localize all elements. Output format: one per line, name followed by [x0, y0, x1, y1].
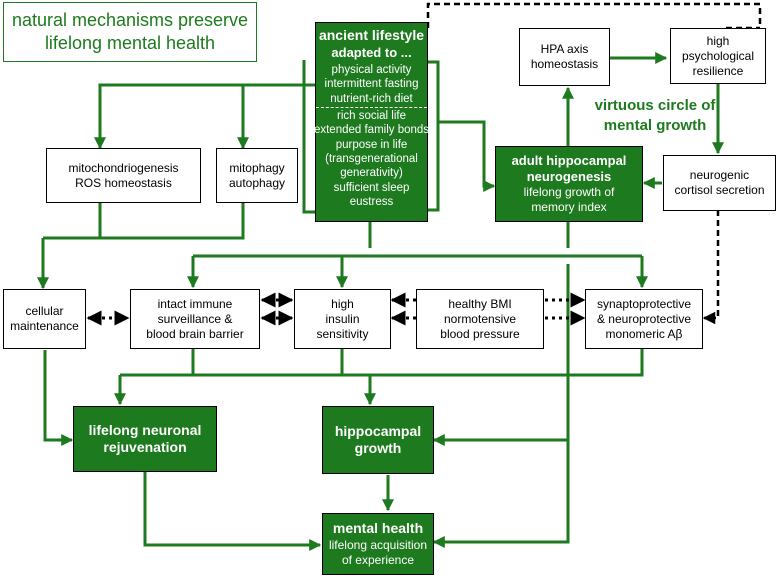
neurogenesis-title: neurogenesis [526, 169, 612, 184]
box-line: high [706, 33, 730, 48]
lifestyle-subtitle: adapted to ... [331, 44, 412, 60]
box-line: intact immune [157, 296, 233, 311]
box-line: blood pressure [440, 326, 520, 341]
lifestyle-item: sufficient sleep [333, 181, 410, 194]
neuronal-rejuvenation-box: lifelong neuronal rejuvenation [73, 406, 217, 472]
box-line: cellular [25, 304, 64, 318]
box-line: synaptoprotective [596, 296, 692, 311]
cellular-maintenance-box: cellular maintenance [3, 289, 86, 349]
synaptoprotective-box: synaptoprotective & neuroprotective mono… [585, 289, 703, 349]
cortisol-secretion-box: neurogenic cortisol secretion [663, 155, 776, 211]
box-line: insulin [325, 311, 360, 326]
box-line: psychological [681, 48, 755, 63]
neurogenesis-line: lifelong growth of [523, 185, 615, 200]
adult-neurogenesis-box: adult hippocampal neurogenesis lifelong … [495, 146, 643, 222]
lifestyle-item: rich social life [336, 109, 407, 122]
box-line: lifelong neuronal [88, 421, 202, 438]
lifestyle-item: extended family bonds [313, 124, 430, 137]
box-line: autophagy [228, 175, 286, 190]
title-line: lifelong mental health [44, 33, 216, 53]
box-line: HPA axis [540, 42, 589, 56]
box-line: resilience [692, 63, 744, 78]
neurogenesis-line: memory index [531, 200, 607, 215]
box-line: surveillance & [157, 311, 233, 326]
title-line: natural mechanisms preserve [11, 9, 249, 30]
mental-health-title: mental health [332, 520, 424, 537]
lifestyle-group-social: rich social life extended family bonds p… [314, 109, 429, 210]
box-line: monomeric Aβ [605, 326, 683, 341]
mitophagy-box: mitophagy autophagy [216, 148, 298, 203]
hippocampal-growth-box: hippocampal growth [322, 406, 434, 474]
box-line: lifelong acquisition [328, 537, 428, 552]
immune-surveillance-box: intact immune surveillance & blood brain… [130, 289, 260, 349]
box-line: mitophagy [229, 160, 285, 175]
lifestyle-group-physical: physical activity intermittent fasting n… [325, 63, 419, 106]
box-line: rejuvenation [103, 439, 187, 455]
box-line: cortisol secretion [674, 183, 765, 197]
box-line: growth [354, 440, 402, 456]
lifestyle-title: ancient lifestyle [318, 27, 425, 43]
neurogenesis-title: adult hippocampal [511, 152, 627, 168]
lifestyle-item: nutrient-rich diet [330, 92, 413, 105]
box-line: homeostasis [530, 57, 599, 71]
lifestyle-item: purpose in life [335, 138, 408, 151]
box-line: mitochondriogenesis [68, 160, 179, 175]
box-line: & neuroprotective [596, 311, 692, 326]
box-line: sensitivity [316, 326, 369, 341]
lifestyle-divider [316, 106, 427, 108]
box-line: high [331, 296, 354, 311]
hpa-axis-box: HPA axis homeostasis [519, 28, 610, 86]
lifestyle-item: intermittent fasting [324, 78, 419, 91]
ancient-lifestyle-box: ancient lifestyle adapted to ... physica… [314, 22, 429, 222]
mental-health-box: mental health lifelong acquisition of ex… [322, 513, 434, 575]
box-line: of experience [341, 552, 415, 567]
box-line: normotensive [443, 311, 517, 326]
virtuous-line: mental growth [603, 117, 707, 135]
box-line: hippocampal [334, 422, 422, 439]
mitochondriogenesis-box: mitochondriogenesis ROS homeostasis [46, 148, 201, 203]
box-line: neurogenic [689, 168, 750, 182]
virtuous-line: virtuous circle of [594, 97, 716, 114]
virtuous-circle-label: virtuous circle of mental growth [580, 96, 730, 137]
insulin-sensitivity-box: high insulin sensitivity [294, 289, 391, 349]
lifestyle-item: (transgenerational [325, 153, 418, 165]
diagram-title: natural mechanisms preserve lifelong men… [3, 2, 257, 62]
psychological-resilience-box: high psychological resilience [670, 28, 766, 84]
lifestyle-item: eustress [349, 196, 394, 209]
box-line: healthy BMI [448, 296, 512, 311]
box-line: ROS homeostasis [75, 175, 172, 190]
lifestyle-item: generativity) [340, 167, 403, 180]
box-line: blood brain barrier [146, 326, 244, 341]
healthy-bmi-box: healthy BMI normotensive blood pressure [416, 289, 544, 349]
box-line: maintenance [10, 319, 79, 333]
lifestyle-item: physical activity [331, 63, 412, 76]
